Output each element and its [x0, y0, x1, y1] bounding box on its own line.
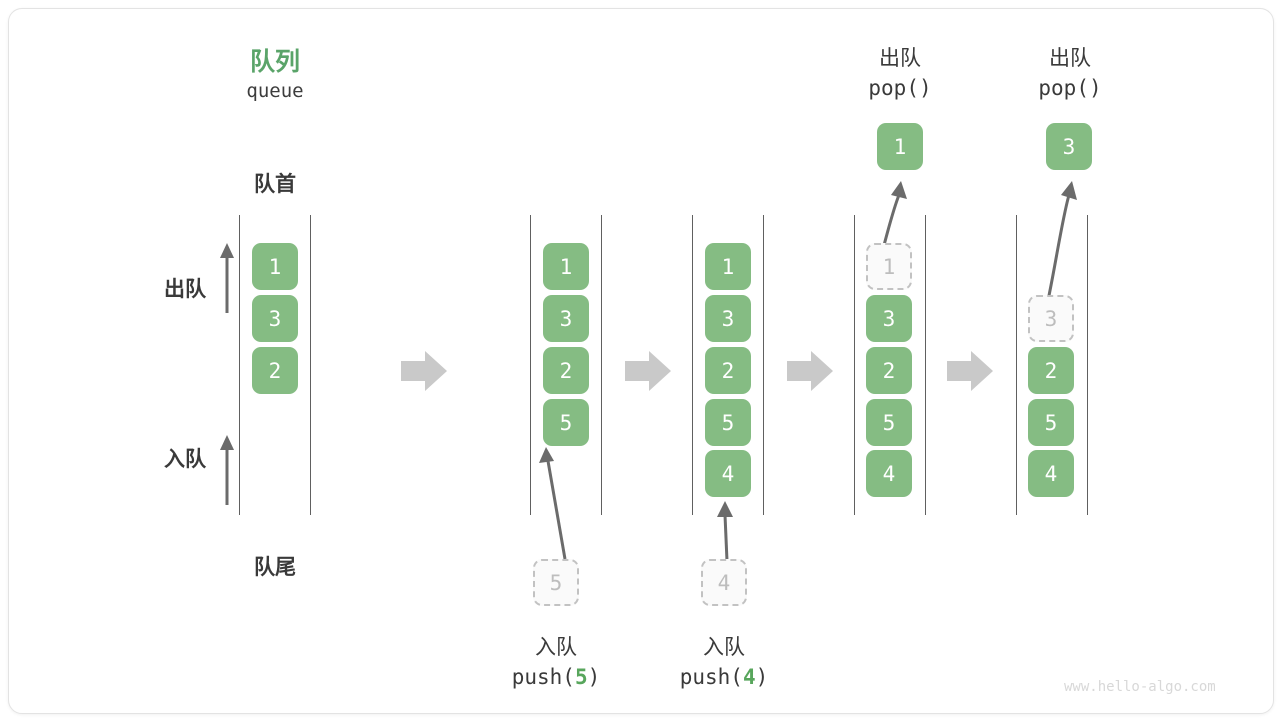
queue-cell-ghost: 3	[1028, 295, 1074, 342]
pop-header-code: pop()	[1038, 76, 1102, 100]
queue-cell: 1	[543, 243, 589, 290]
queue-cell: 2	[1028, 347, 1074, 394]
dequeue-up-arrow-icon	[220, 243, 234, 313]
push-caption-cn: 入队	[535, 636, 577, 659]
diagram-title-en: queue	[246, 80, 304, 102]
queue-cell: 5	[1028, 399, 1074, 446]
queue-cell: 4	[1028, 450, 1074, 497]
popped-cell: 3	[1046, 123, 1092, 170]
pop-header-cn: 出队	[879, 47, 921, 70]
queue-cell: 1	[705, 243, 751, 290]
queue-cell: 2	[705, 347, 751, 394]
queue-rail-after-push-4	[692, 215, 764, 515]
pop-header-cn: 出队	[1049, 47, 1091, 70]
watermark: www.hello-algo.com	[1064, 679, 1216, 695]
queue-cell: 2	[543, 347, 589, 394]
queue-cell: 3	[866, 295, 912, 342]
push-caption-cn: 入队	[703, 636, 745, 659]
push-arrow-icon	[717, 501, 733, 562]
push-code-prefix: push(	[679, 665, 743, 689]
queue-cell: 1	[252, 243, 298, 290]
push-code-prefix: push(	[511, 665, 575, 689]
enqueue-up-arrow-icon	[220, 435, 234, 505]
dequeue-side-label: 出队	[164, 278, 206, 301]
push-arrow-icon	[539, 447, 567, 560]
queue-cell: 5	[705, 399, 751, 446]
transition-arrow-icon	[947, 351, 993, 391]
popped-cell: 1	[877, 123, 923, 170]
queue-cell-ghost: 1	[866, 243, 912, 290]
queue-cell: 4	[866, 450, 912, 497]
push-code-number: 4	[742, 665, 756, 689]
queue-cell: 4	[705, 450, 751, 497]
queue-head-label: 队首	[254, 173, 296, 196]
push-caption-code: push(4)	[644, 665, 804, 689]
queue-tail-label: 队尾	[254, 556, 296, 579]
diagram-title-cn: 队列	[249, 48, 300, 76]
queue-cell: 3	[705, 295, 751, 342]
transition-arrow-icon	[625, 351, 671, 391]
transition-arrow-icon	[401, 351, 447, 391]
push-code-suffix: )	[587, 665, 601, 689]
queue-cell: 3	[252, 295, 298, 342]
incoming-ghost-cell: 4	[701, 559, 747, 606]
queue-rail-initial	[239, 215, 311, 515]
queue-cell: 5	[543, 399, 589, 446]
enqueue-side-label: 入队	[164, 448, 206, 471]
queue-cell: 5	[866, 399, 912, 446]
queue-rail-after-pop-3	[1016, 215, 1088, 515]
queue-rail-after-pop-1	[854, 215, 926, 515]
queue-cell: 2	[866, 347, 912, 394]
queue-cell: 2	[252, 347, 298, 394]
diagram-canvas: 队列 queue 队首 队尾 出队 入队 1 3 2 1 3 2 5 5 入队 …	[8, 8, 1274, 714]
push-code-number: 5	[574, 665, 588, 689]
push-caption-code: push(5)	[476, 665, 636, 689]
queue-cell: 3	[543, 295, 589, 342]
queue-rail-after-push-5	[530, 215, 602, 515]
push-code-suffix: )	[755, 665, 769, 689]
incoming-ghost-cell: 5	[533, 559, 579, 606]
transition-arrow-icon	[787, 351, 833, 391]
pop-header-code: pop()	[868, 76, 932, 100]
